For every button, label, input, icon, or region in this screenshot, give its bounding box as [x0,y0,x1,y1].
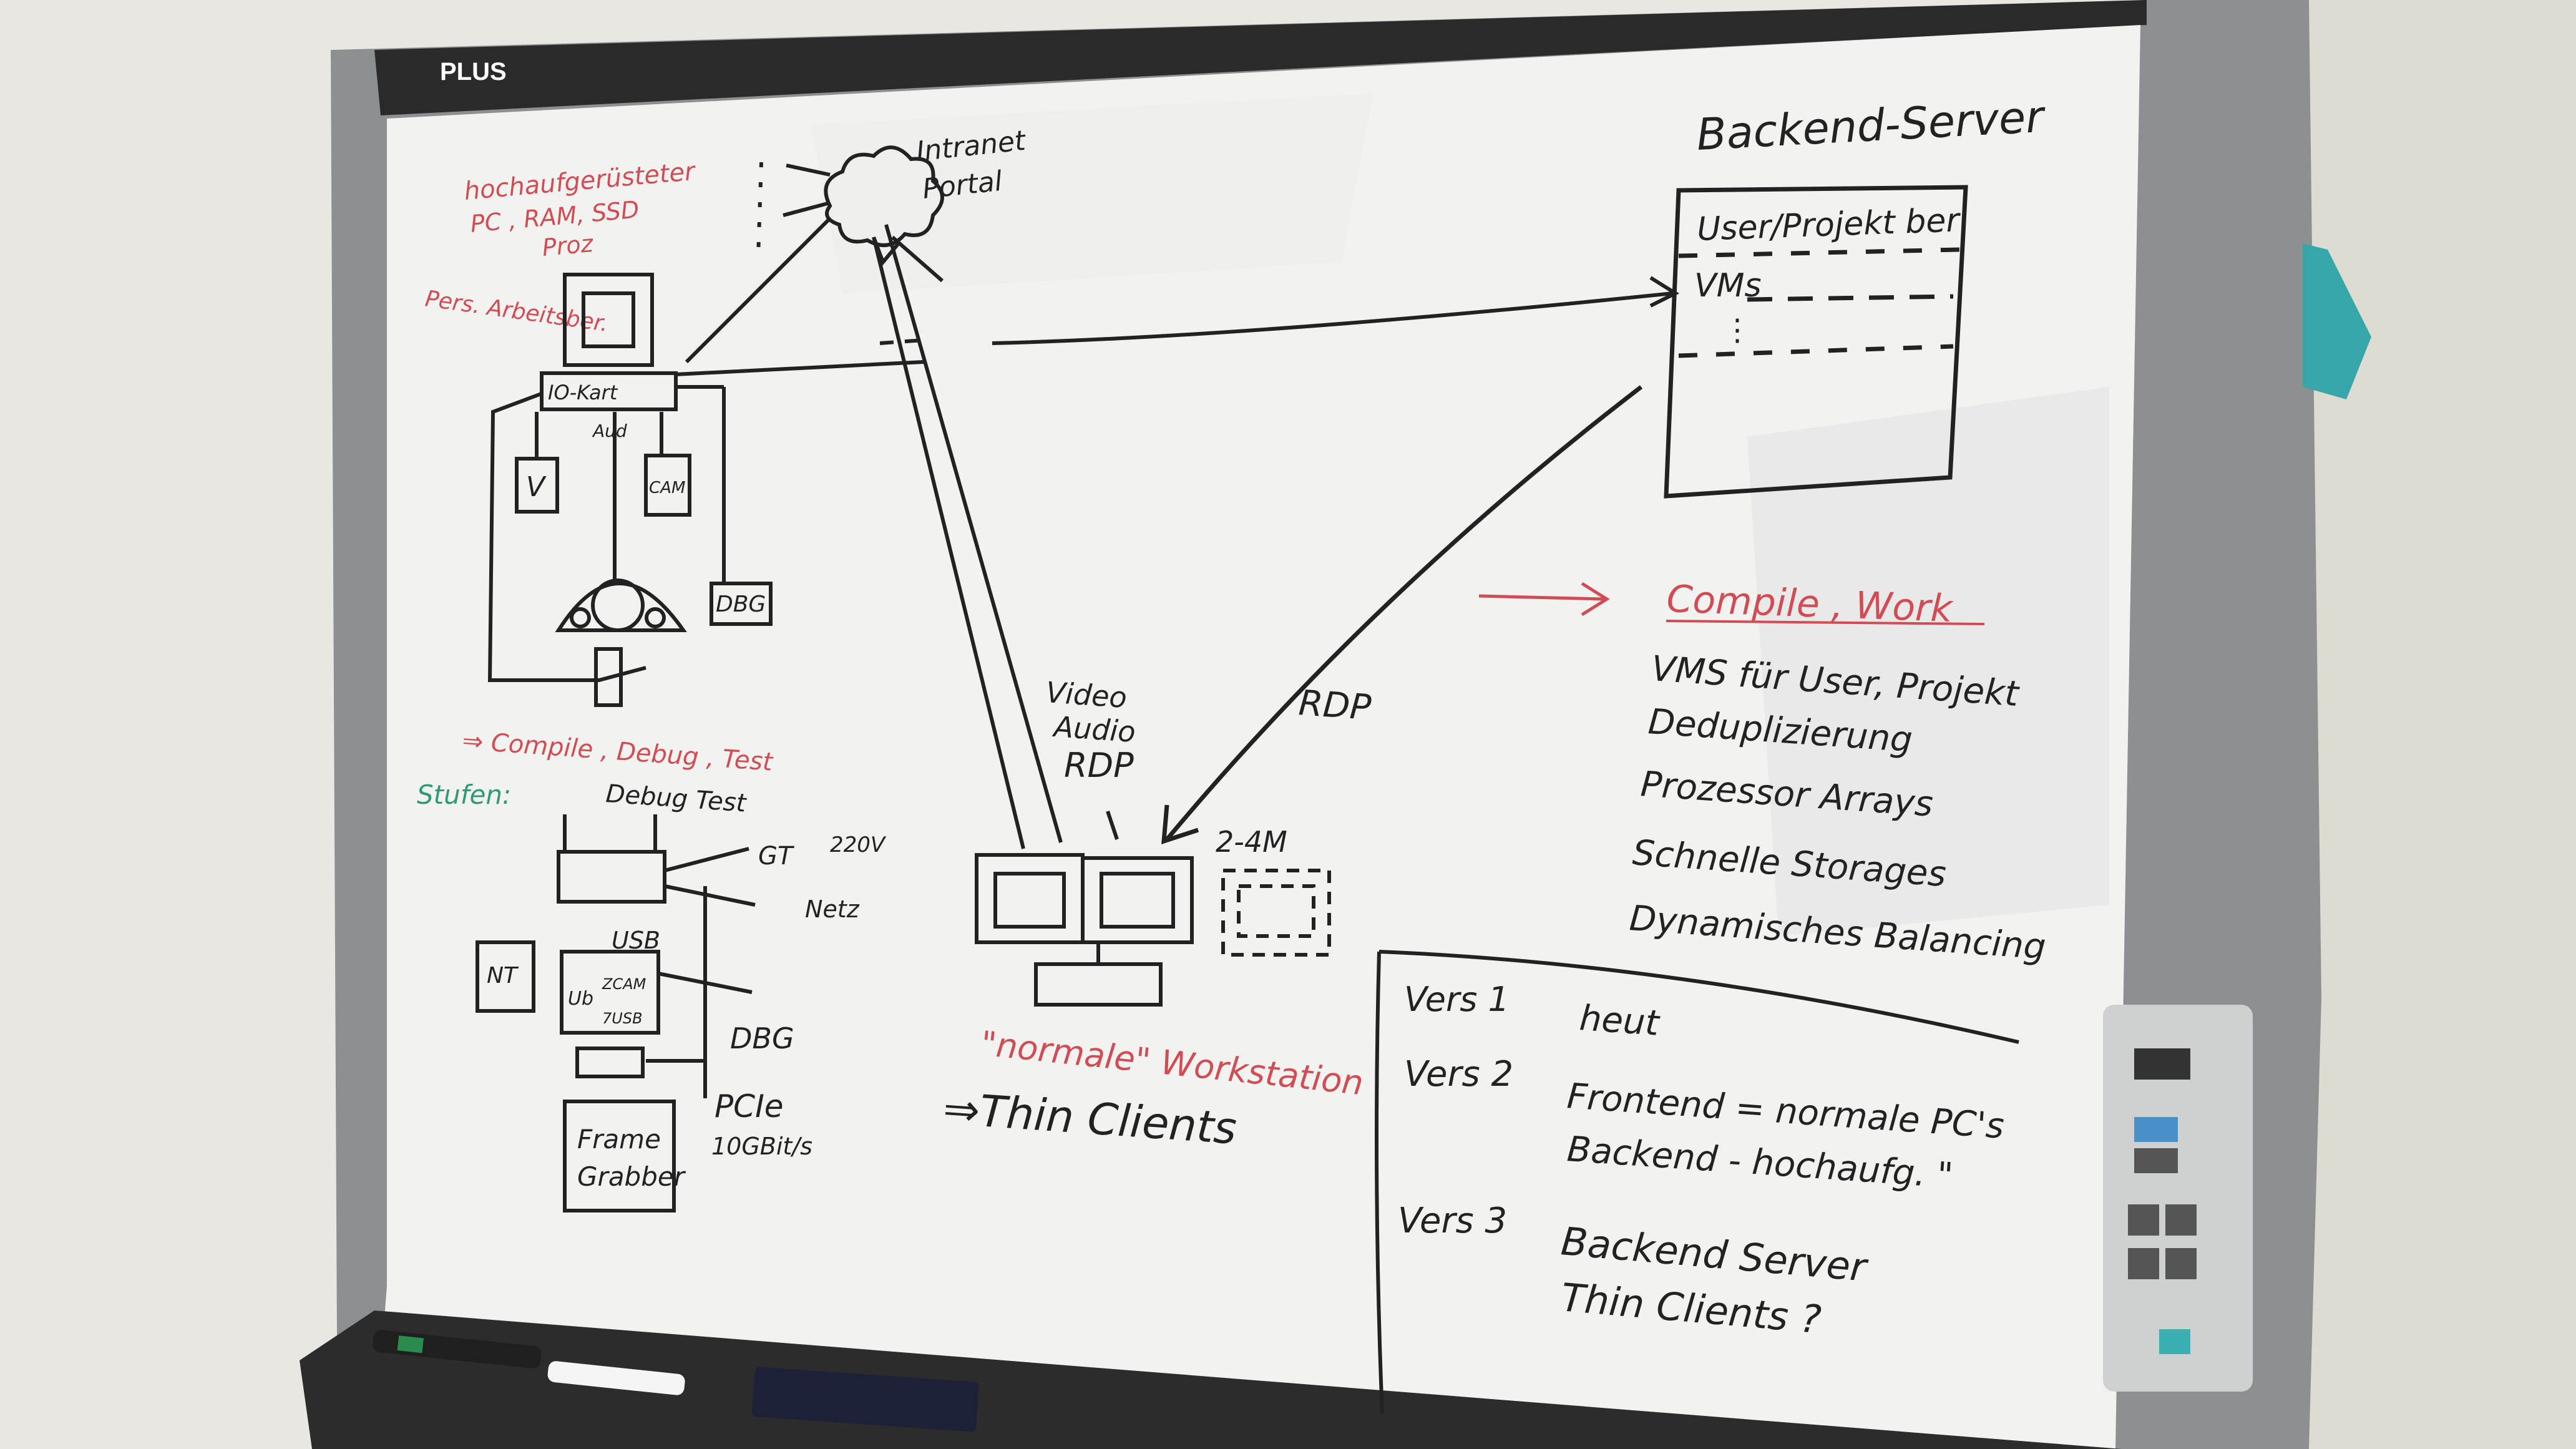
nt-box [476,940,535,1013]
control-button-2 [2134,1148,2178,1173]
stack-top-box [557,850,666,904]
control-button-4 [2165,1204,2197,1236]
dbg-box-label: DBG [716,592,766,617]
vers3-label: Vers 3 [1398,1201,1507,1241]
marker-black [547,1361,685,1395]
control-button-7 [2159,1329,2190,1354]
frame-grabber-box [563,1100,676,1212]
backend-row-more: ⋮ [1722,313,1752,348]
speed-label: 10GBit/s [711,1133,812,1160]
vers1-text: heut [1578,998,1662,1044]
dbg2-label: DBG [730,1022,794,1055]
box-cam-label: CAM [649,479,685,497]
versions-table [1375,950,2019,1414]
note-proz: Proz [541,230,595,261]
nt-label: NT [487,963,519,988]
stack-zcam: ZCAM [602,975,646,993]
gt-label: GT [758,842,795,871]
teal-tag [2303,243,2371,399]
whiteboard-top-bar [374,0,2147,115]
control-panel [2103,1005,2253,1392]
dbg-box [710,582,773,626]
eraser [751,1367,979,1432]
control-button-6 [2165,1248,2197,1279]
io-card-drawing [540,371,678,411]
small-card [575,1046,645,1078]
brand-logo: PLUS [440,58,507,85]
stack-ub: Ub [568,988,593,1010]
frame-grabber-l2: Grabber [577,1161,686,1192]
cloud-icon [824,145,944,247]
marker-green-band [397,1335,424,1354]
range-label: 2-4M [1216,825,1287,859]
control-display [2134,1048,2190,1080]
stack-7usb: 7USB [602,1010,643,1027]
device-drawing [555,582,687,632]
volt-label: 220V [830,832,887,857]
pcie-label: PCIe [715,1088,784,1125]
control-button-3 [2128,1204,2159,1236]
rdp-right-label: RDP [1297,683,1372,728]
control-button-5 [2128,1248,2159,1279]
audio-label: Audio [1051,710,1136,749]
box-cam [644,454,691,517]
aud-label: Aud [592,421,627,441]
workstation-drawing [975,811,1331,1007]
backend-row-users: User/Projekt ber [1696,202,1962,248]
window-reflection [1747,387,2109,936]
stack-mid-box [560,950,660,1035]
monitor-drawing [563,273,654,367]
netz-label: Netz [805,895,860,923]
backend-box [1664,185,1968,499]
vers2-label: Vers 2 [1404,1054,1513,1095]
usb-label: USB [612,927,660,954]
rdp-small-label: RDP [1064,746,1134,785]
box-v-label: V [526,471,547,503]
stufen-label: Stufen: [417,779,511,810]
frame-grabber-l1: Frame [577,1124,661,1154]
control-button-1 [2134,1117,2178,1142]
vers1-label: Vers 1 [1404,980,1510,1019]
io-card-label: IO-Kart [548,381,618,404]
window-reflection-2 [811,94,1373,293]
video-label: Video [1045,675,1128,715]
